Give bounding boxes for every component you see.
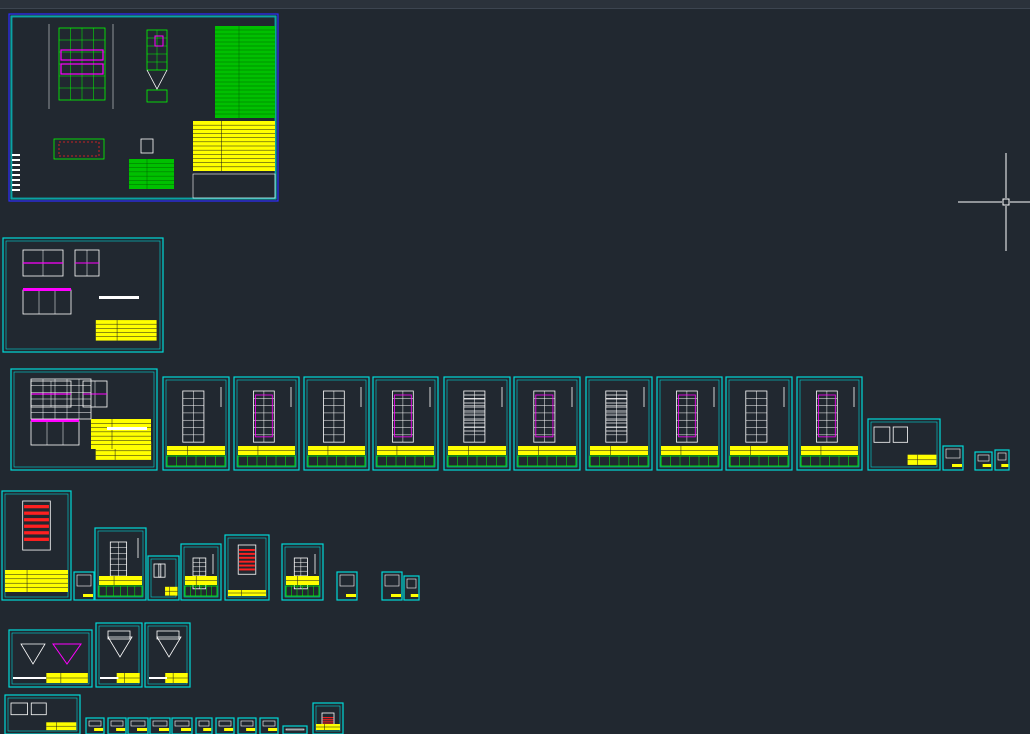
sheet-border	[107, 717, 127, 734]
sheet-border	[127, 717, 149, 734]
sheet-border	[237, 717, 257, 734]
sheet-border	[85, 717, 105, 734]
sheet-border	[149, 717, 171, 734]
drawing-sheet[interactable]	[381, 571, 403, 601]
drawing-sheet[interactable]	[282, 725, 308, 734]
sheet-border	[195, 717, 213, 734]
drawing-sheet[interactable]	[215, 717, 235, 734]
drawing-sheet[interactable]	[224, 534, 270, 601]
sheet-border	[259, 717, 279, 734]
sheet-border	[215, 717, 235, 734]
drawing-sheet[interactable]	[144, 622, 191, 688]
drawing-sheet[interactable]	[162, 376, 230, 471]
drawing-sheet[interactable]	[403, 575, 420, 601]
sheet-border	[303, 376, 370, 471]
parts-table	[129, 159, 174, 189]
sheet-border	[180, 543, 222, 601]
drawing-sheet[interactable]	[725, 376, 793, 471]
drawing-sheet[interactable]	[372, 376, 439, 471]
drawing-sheet[interactable]	[180, 543, 222, 601]
drawing-sheet[interactable]	[942, 445, 964, 471]
drawing-sheet[interactable]	[259, 717, 279, 734]
drawing-sheet[interactable]	[336, 571, 358, 601]
drawing-sheet[interactable]	[195, 717, 213, 734]
sheet-border	[867, 418, 941, 471]
drawing-sheet[interactable]	[585, 376, 653, 471]
sheet-border	[942, 445, 964, 471]
drawing-sheet[interactable]	[796, 376, 863, 471]
sheet-border	[144, 622, 191, 688]
drawing-sheet[interactable]	[127, 717, 149, 734]
drawing-sheet[interactable]	[94, 527, 147, 601]
drawing-sheet[interactable]	[994, 449, 1010, 471]
drawing-sheet[interactable]	[233, 376, 300, 471]
sheet-border	[10, 368, 158, 471]
drawing-sheet[interactable]	[237, 717, 257, 734]
drawing-sheet[interactable]	[8, 629, 93, 688]
sheet-border	[147, 555, 180, 601]
sheet-border	[381, 571, 403, 601]
sheet-border	[95, 622, 143, 688]
sheet-border	[233, 376, 300, 471]
title-block	[5, 570, 68, 592]
drawing-sheet[interactable]	[2, 237, 164, 353]
sheet-border	[974, 451, 993, 471]
drawing-sheet[interactable]	[147, 555, 180, 601]
drawing-sheet[interactable]	[95, 622, 143, 688]
drawing-sheet[interactable]	[73, 571, 95, 601]
sheet-border	[336, 571, 358, 601]
sheet-border	[312, 702, 344, 734]
sheet-border	[281, 543, 324, 601]
window-top-bar	[0, 0, 1030, 9]
sheet-border	[656, 376, 723, 471]
sheet-border	[994, 449, 1010, 471]
drawing-sheet[interactable]	[171, 717, 193, 734]
sheet-border	[513, 376, 581, 471]
sheet-border	[282, 725, 308, 734]
drawing-sheet[interactable]	[10, 368, 158, 471]
drawing-sheet[interactable]	[513, 376, 581, 471]
drawing-sheets-layer	[1, 13, 1010, 734]
sheet-border	[4, 694, 81, 734]
drawing-sheet[interactable]	[1, 490, 72, 601]
sheet-border	[8, 629, 93, 688]
sheet-border	[1, 490, 72, 601]
drawing-sheet[interactable]	[867, 418, 941, 471]
sheet-border	[224, 534, 270, 601]
sheet-border	[372, 376, 439, 471]
sheet-border	[8, 13, 279, 202]
sheet-border	[94, 527, 147, 601]
sheet-border	[443, 376, 511, 471]
sheet-border	[403, 575, 420, 601]
crosshair-icon	[958, 153, 1030, 251]
drawing-sheet[interactable]	[303, 376, 370, 471]
drawing-sheet[interactable]	[443, 376, 511, 471]
model-space-background	[0, 9, 1030, 734]
drawing-sheet[interactable]	[312, 702, 344, 734]
title-block	[95, 320, 157, 341]
sheet-border	[171, 717, 193, 734]
drawing-canvas[interactable]	[0, 9, 1030, 734]
drawing-sheet[interactable]	[4, 694, 81, 734]
drawing-sheet[interactable]	[281, 543, 324, 601]
drawing-sheet[interactable]	[107, 717, 127, 734]
drawing-sheet[interactable]	[85, 717, 105, 734]
title-block	[91, 419, 151, 449]
sheet-border	[2, 237, 164, 353]
sheet-border	[73, 571, 95, 601]
drawing-sheet[interactable]	[656, 376, 723, 471]
sheet-border	[585, 376, 653, 471]
sheet-border	[725, 376, 793, 471]
sheet-border	[162, 376, 230, 471]
drawing-sheet[interactable]	[149, 717, 171, 734]
sheet-border	[796, 376, 863, 471]
drawing-sheet[interactable]	[974, 451, 993, 471]
parts-table	[215, 26, 275, 118]
